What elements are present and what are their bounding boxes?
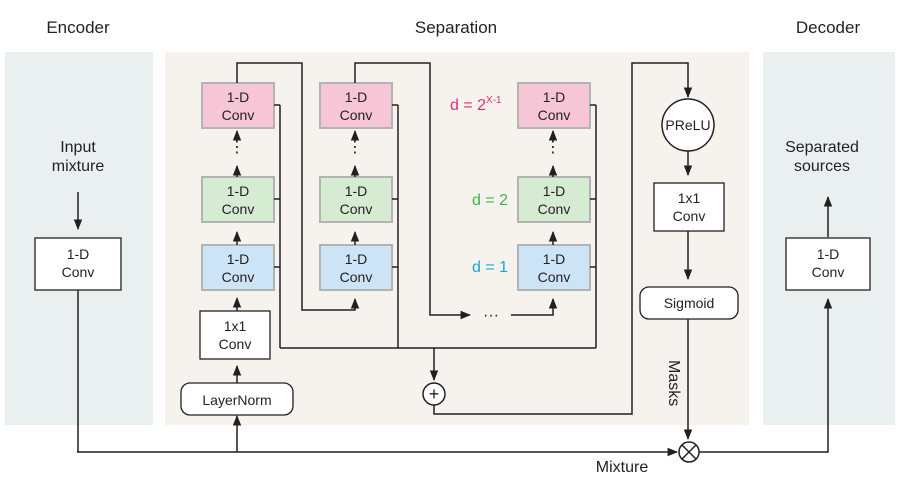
stack1-conv-d1-line2: Conv (222, 269, 255, 285)
dilation-label-dx-base: d = 2 (450, 97, 486, 114)
stack2-conv-d2 (319, 176, 393, 223)
stackX-conv-d1-line1: 1-D (543, 251, 566, 267)
masks-label: Masks (665, 360, 682, 406)
separation-header: Separation (415, 18, 497, 37)
stack2-conv-dx-line1: 1-D (345, 89, 368, 105)
stack1-conv-d2-line1: 1-D (227, 183, 250, 199)
stack2-conv-dx (319, 82, 393, 129)
multiply-cross-b (681, 444, 697, 460)
stackX-conv-d1 (517, 244, 591, 291)
stack1-conv-d1 (201, 244, 275, 291)
stack2-conv-d1-line1: 1-D (345, 251, 368, 267)
sum-to-prelu (433, 62, 693, 415)
encoder-conv-box (34, 237, 122, 291)
stack2-conv-dx-line2: Conv (340, 107, 373, 123)
stackX-conv-d2-line1: 1-D (543, 183, 566, 199)
stack1-conv-d2-line2: Conv (222, 201, 255, 217)
output-conv-line1: 1x1 (678, 190, 701, 206)
next-to-stackX (511, 297, 558, 316)
stack2-vdots: ⋮ (347, 139, 363, 156)
stack1-to-stack2 (236, 62, 360, 311)
input-mixture-label-line2: mixture (52, 158, 105, 175)
horizontal-ellipsis: ··· (483, 307, 499, 324)
sum-symbol: + (429, 384, 440, 404)
stack1-conv-dx-line1: 1-D (227, 89, 250, 105)
dilation-label-d1: d = 1 (472, 259, 508, 276)
sigmoid-box (639, 286, 739, 320)
dilation-label-dx-sup: X-1 (486, 95, 502, 106)
stack2-conv-d2-line2: Conv (340, 201, 373, 217)
layernorm-label: LayerNorm (202, 392, 271, 408)
decoder-conv-box (785, 237, 871, 291)
dilation-label-dx: d = 2X-1 (450, 95, 502, 114)
stack1-conv-d1-line1: 1-D (227, 251, 250, 267)
stack2-conv-d1 (319, 244, 393, 291)
separated-sources-line2: sources (794, 158, 850, 175)
sigmoid-label: Sigmoid (664, 295, 715, 311)
multiply-to-decoder (699, 297, 833, 453)
bottleneck-conv-box (199, 310, 271, 360)
stackX-conv-d2-line2: Conv (538, 201, 571, 217)
decoder-conv-line2: Conv (812, 264, 845, 280)
stack1-conv-dx (201, 82, 275, 129)
mixture-label: Mixture (596, 459, 649, 476)
stack1-conv-dx-line2: Conv (222, 107, 255, 123)
stack2-conv-d1-line2: Conv (340, 269, 373, 285)
prelu-label: PReLU (665, 117, 710, 133)
input-mixture-label-line1: Input (60, 139, 96, 156)
separated-sources-line1: Separated (785, 139, 859, 156)
encoder-conv-line1: 1-D (67, 246, 90, 262)
dilation-label-d2: d = 2 (472, 192, 508, 209)
decoder-conv-line1: 1-D (817, 246, 840, 262)
stack1-vdots: ⋮ (229, 139, 245, 156)
stackX-conv-dx-line1: 1-D (543, 89, 566, 105)
bottleneck-conv-line2: Conv (219, 336, 252, 352)
encoder-conv-line2: Conv (62, 264, 95, 280)
decoder-header: Decoder (796, 18, 861, 37)
output-conv-line2: Conv (673, 208, 706, 224)
stackX-conv-dx-line2: Conv (538, 107, 571, 123)
stackX-conv-d1-line2: Conv (538, 269, 571, 285)
stack2-to-next (354, 62, 472, 320)
stack2-conv-d2-line1: 1-D (345, 183, 368, 199)
encoder-header: Encoder (46, 18, 110, 37)
bottleneck-conv-line1: 1x1 (224, 318, 247, 334)
stackX-vdots: ⋮ (545, 139, 561, 156)
output-conv-box (653, 182, 725, 232)
